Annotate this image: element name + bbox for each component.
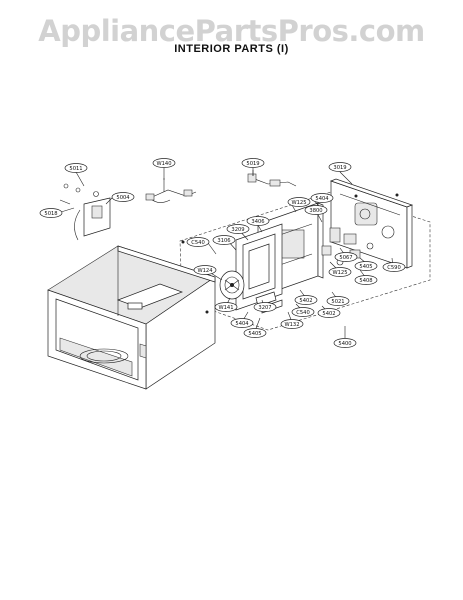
door-switch-assembly [59, 183, 111, 241]
callout-w140: W140 [152, 158, 176, 168]
callout-3019: 3019 [328, 162, 352, 172]
svg-text:5067: 5067 [339, 255, 352, 261]
svg-text:C540: C540 [191, 240, 205, 246]
svg-text:5408: 5408 [359, 278, 372, 284]
callout-3800: 3800 [304, 205, 328, 215]
svg-text:5404: 5404 [235, 321, 249, 327]
svg-text:5405: 5405 [359, 264, 372, 270]
watermark: AppliancePartsPros.com [38, 14, 425, 48]
callout-5404-bottom: 5404 [230, 318, 254, 328]
svg-text:3209: 3209 [231, 227, 244, 233]
callout-5004: 5004 [111, 192, 135, 202]
callout-w124: W124 [193, 265, 217, 275]
oven-cavity [47, 245, 216, 390]
callout-3207: 3207 [253, 302, 277, 312]
callout-c590: C590 [382, 262, 406, 272]
svg-text:W132: W132 [284, 322, 299, 328]
callout-c540-bottom: C540 [291, 307, 315, 317]
callout-5067: 5067 [334, 252, 358, 262]
svg-text:W124: W124 [197, 268, 213, 274]
svg-text:5402: 5402 [299, 298, 312, 304]
callout-5019: 5019 [241, 158, 265, 168]
svg-text:C540: C540 [296, 310, 310, 316]
fan-motor [219, 270, 245, 300]
callout-3209: 3209 [226, 224, 250, 234]
svg-text:3800: 3800 [309, 208, 322, 214]
svg-text:3406: 3406 [251, 219, 264, 225]
callout-w125-right: W125 [328, 267, 352, 277]
callout-3406: 3406 [246, 216, 270, 226]
svg-text:W141: W141 [218, 305, 233, 311]
svg-text:5405: 5405 [248, 331, 261, 337]
svg-text:5004: 5004 [116, 195, 130, 201]
svg-text:5021: 5021 [331, 299, 344, 305]
callout-5021: 5021 [326, 296, 350, 306]
callout-5011: 5011 [64, 163, 88, 173]
callout-w132: W132 [280, 319, 304, 329]
wire-harness-w140 [145, 178, 197, 203]
svg-text:3019: 3019 [333, 165, 346, 171]
callout-5404-top: 5404 [310, 193, 334, 203]
callout-c540-left: C540 [186, 237, 210, 247]
svg-text:3106: 3106 [217, 238, 230, 244]
svg-text:5402: 5402 [322, 311, 335, 317]
callout-5402-bottom: 5402 [317, 308, 341, 318]
svg-text:5019: 5019 [246, 161, 259, 167]
callout-w141: W141 [214, 302, 238, 312]
svg-text:3207: 3207 [258, 305, 271, 311]
callout-5405-bottom: 5405 [243, 328, 267, 338]
page-title: INTERIOR PARTS (I) [174, 43, 289, 55]
callout-5018: 5018 [39, 208, 63, 218]
callout-5400: 5400 [333, 338, 357, 348]
svg-text:W140: W140 [156, 161, 171, 167]
callout-w125-top: W125 [287, 197, 311, 207]
callout-5405-right: 5405 [354, 261, 378, 271]
callout-3106: 3106 [212, 235, 236, 245]
callout-5402-top: 5402 [294, 295, 318, 305]
back-panel [329, 178, 414, 269]
callout-5408: 5408 [354, 275, 378, 285]
svg-text:W125: W125 [332, 270, 347, 276]
sensor-5019 [247, 170, 297, 187]
svg-text:5018: 5018 [44, 211, 57, 217]
svg-text:5011: 5011 [69, 166, 82, 172]
svg-text:5400: 5400 [338, 341, 351, 347]
svg-text:5404: 5404 [315, 196, 329, 202]
svg-text:C590: C590 [387, 265, 401, 271]
front-frame [235, 223, 283, 311]
svg-text:W125: W125 [291, 200, 306, 206]
